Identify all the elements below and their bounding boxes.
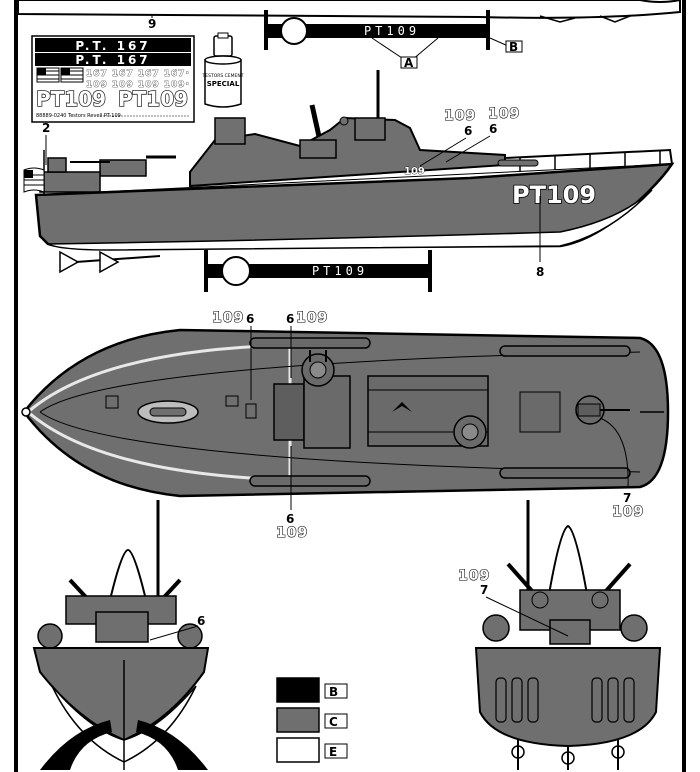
side-callout-109-a: 109 xyxy=(444,108,476,124)
svg-text:TESTORS CEMENT: TESTORS CEMENT xyxy=(202,73,244,79)
legend-letter-B: B xyxy=(329,685,338,699)
stern-flag-icon xyxy=(23,150,45,194)
decal-fine-print-left: 88889-0240 xyxy=(36,113,66,119)
top-callout-6-right: 6 xyxy=(286,312,294,326)
top-hull-fragment: 9 xyxy=(17,0,681,31)
top-deck-view: 109 6 6 109 6 109 7 109 xyxy=(21,309,670,542)
decal-big-pt109-right: PT109 xyxy=(118,87,188,111)
legend-letter-C: C xyxy=(329,715,338,729)
decal-pt167-top: P.T. 167 xyxy=(75,39,150,53)
bow-front-view: 6 xyxy=(32,500,210,770)
bottom-callout-109: 109 xyxy=(276,525,308,541)
stern-propellers-icon xyxy=(511,740,625,770)
nameplate-middle: PT109 xyxy=(204,250,432,292)
callout-A: A xyxy=(404,56,414,70)
decal-small-109: 109 109 109 109· xyxy=(86,80,190,90)
bottom-callout-6: 6 xyxy=(286,512,294,526)
top-callout-109-left: 109 xyxy=(212,310,244,326)
nameplate-top: PT109 A B xyxy=(264,10,523,70)
legend-swatch-E xyxy=(276,737,320,763)
callout-9: 9 xyxy=(148,17,156,31)
callout-B: B xyxy=(509,40,518,54)
top-callout-6-left: 6 xyxy=(246,312,254,326)
decal-small-167: 167 167 167 167· xyxy=(86,69,190,79)
color-legend: B C E xyxy=(276,677,348,763)
callout-7-109: 109 xyxy=(612,504,644,520)
bow-callout-6: 6 xyxy=(197,614,205,628)
side-callout-6-b: 6 xyxy=(489,122,497,136)
side-callout-6-a: 6 xyxy=(464,124,472,138)
right-border xyxy=(682,0,686,772)
side-callout-109-b: 109 xyxy=(488,106,520,122)
left-border xyxy=(14,0,18,772)
stern-callout-7: 7 xyxy=(480,583,488,597)
callout-7: 7 xyxy=(623,491,631,505)
legend-swatch-C xyxy=(276,707,320,733)
stern-rear-view: 109 7 xyxy=(457,500,662,770)
callout-2: 2 xyxy=(42,121,50,135)
decal-fine-print-mid: Testors Revell PT-109 xyxy=(67,113,121,119)
paint-can-icon: TESTORS CEMENT SPECIAL xyxy=(202,32,244,108)
callout-8: 8 xyxy=(536,265,544,279)
nameplate-top-text: PT109 xyxy=(364,24,420,38)
legend-swatch-B xyxy=(276,677,320,703)
flag-decal-icon xyxy=(36,67,84,83)
decal-big-pt109-left: PT109 xyxy=(36,87,106,111)
decal-pt167-bottom: P.T. 167 xyxy=(75,53,150,67)
stern-callout-109: 109 xyxy=(458,568,490,584)
nameplate-middle-text: PT109 xyxy=(312,264,368,278)
hull-small-number: 109 xyxy=(404,166,425,177)
paint-can-label: SPECIAL xyxy=(207,80,240,88)
decal-sheet: P.T. 167 P.T. 167 167 167 167 167· 109 1… xyxy=(31,35,195,123)
top-callout-109-right: 109 xyxy=(296,310,328,326)
hull-side-number: PT109 xyxy=(512,181,596,209)
legend-letter-E: E xyxy=(329,745,337,759)
side-profile-view: PT109 109 2 109 109 6 6 8 xyxy=(23,70,675,279)
propeller-icon xyxy=(59,250,161,274)
